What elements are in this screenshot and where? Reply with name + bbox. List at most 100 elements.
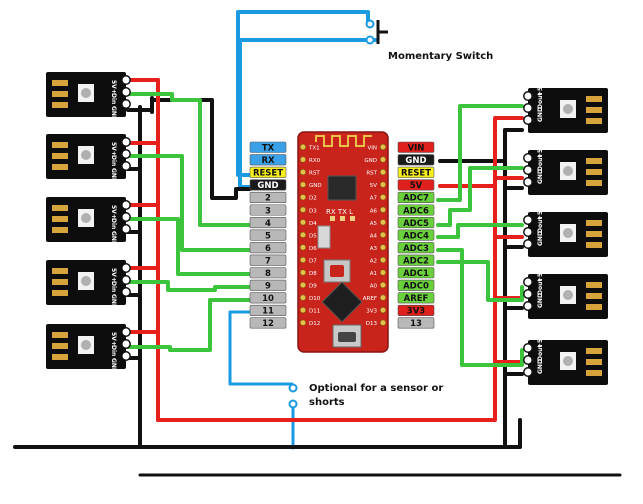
led-pin-label: +5V	[537, 144, 544, 158]
left-board-pin-label-4: D2	[309, 196, 317, 202]
right-board-pin-hole-3	[379, 181, 387, 188]
left-board-pin-hole-10	[299, 269, 307, 276]
led-pad	[52, 205, 68, 211]
right-board-pin-label-7: A4	[370, 233, 378, 239]
led-pad	[52, 279, 68, 285]
left-board-pin-hole-6	[299, 219, 307, 226]
led-pad	[586, 370, 602, 376]
led-pin-label: +5V	[537, 82, 544, 96]
data-right-led2	[436, 166, 524, 227]
right-board-pin-label-11: A0	[370, 284, 378, 290]
right-pin-labels: VINGNDRESET5VADC7ADC6ADC5ADC4ADC3ADC2ADC…	[397, 141, 435, 329]
left-board-pin-hole-0	[299, 143, 307, 151]
right-board-pin-hole-7	[379, 231, 387, 238]
led-lens	[563, 290, 573, 300]
data-left-led4	[126, 280, 252, 292]
led-pad	[52, 290, 68, 296]
right-board-pin-label-13: 3V3	[366, 309, 377, 315]
right-board-pin-hole-10	[379, 269, 387, 276]
right-board-pin-hole-6	[379, 219, 387, 226]
led-pad	[586, 359, 602, 365]
left-pin-label-5: 3	[265, 206, 271, 216]
led-pad	[586, 231, 602, 237]
right-pin-tag-11	[397, 279, 435, 291]
led-pad	[52, 268, 68, 274]
led-lens	[563, 166, 573, 176]
led-connection-point	[121, 99, 131, 109]
led-pin-label: GND	[537, 293, 544, 308]
right-board-pin-hole-5	[379, 206, 387, 213]
led-connection-point	[523, 301, 533, 311]
sensor-label-line2: shorts	[309, 397, 345, 408]
right-pin-label-9: ADC2	[403, 256, 429, 266]
led-pin-label: +5V	[537, 334, 544, 348]
led-connection-point	[121, 75, 131, 85]
left-board-pin-hole-9	[299, 256, 307, 264]
left-board-pin-label-11: D9	[309, 284, 317, 290]
led-pad	[52, 91, 68, 97]
led-connection-point	[523, 343, 533, 353]
left-pin-tag-2	[249, 166, 287, 178]
left-pin-label-12: 10	[262, 294, 274, 304]
data-left-led2	[126, 154, 252, 252]
led-pad	[52, 354, 68, 360]
right-board-pin-label-5: A6	[370, 208, 378, 214]
left-pin-tag-14	[249, 317, 287, 329]
right-pin-tag-7	[397, 229, 435, 241]
right-pin-label-12: AREF	[404, 294, 429, 304]
left-board-pin-hole-3	[299, 181, 307, 188]
data-right-led3	[436, 223, 524, 239]
right-pin-tag-5	[397, 204, 435, 216]
led-connection-point	[523, 91, 533, 101]
left-pin-label-1: RX	[261, 156, 275, 166]
led-pin-label: 5V+	[110, 205, 117, 219]
right-pin-tag-3	[397, 179, 435, 191]
led-pin-label: Dout	[537, 217, 544, 233]
right-board-pin-label-10: A1	[370, 271, 377, 277]
led-connection-point	[523, 215, 533, 225]
right-board-pin-label-8: A3	[370, 246, 378, 252]
led-connection-point	[121, 137, 131, 147]
left-board-pin-hole-8	[299, 244, 307, 251]
sensor-connector: Optional for a sensor or shorts	[288, 383, 443, 409]
led-pin-label: GND	[110, 294, 117, 309]
wires	[13, 10, 622, 477]
right-pin-tag-0	[397, 141, 435, 153]
led-connection-point	[121, 212, 131, 222]
led-connection-point	[121, 200, 131, 210]
left-pin-label-3: GND	[257, 181, 278, 191]
right-board-pin-hole-9	[379, 256, 387, 264]
led-connection-point	[121, 275, 131, 285]
led-pin-label: GND	[537, 169, 544, 184]
left-pin-label-10: 8	[265, 269, 271, 279]
left-board-pin-label-3: GND	[309, 183, 322, 189]
led-pin-label: Dout	[537, 279, 544, 295]
left-pin-tag-4	[249, 191, 287, 203]
left-pin-tag-10	[249, 267, 287, 279]
board-pcb	[297, 131, 389, 353]
right-pin-label-14: 13	[410, 319, 422, 329]
left-pin-tag-3	[249, 179, 287, 191]
led-connection-point	[121, 263, 131, 273]
right-board-pin-label-2: RST	[366, 171, 377, 177]
left-board-pin-label-0: TX1	[308, 146, 320, 152]
led-pad	[52, 142, 68, 148]
left-board-pin-label-9: D7	[309, 258, 317, 264]
left-board-pin-hole-13	[299, 307, 307, 314]
led-connection-point	[523, 277, 533, 287]
right-board-pin-label-6: A5	[370, 221, 378, 227]
led-connection-point	[523, 227, 533, 237]
led-connection-point	[523, 355, 533, 365]
led-connection-point	[523, 103, 533, 113]
led-lens	[563, 228, 573, 238]
led-pad	[586, 242, 602, 248]
left-pin-label-6: 4	[265, 219, 271, 229]
led-pad	[52, 153, 68, 159]
left-board-pin-hole-11	[299, 281, 307, 289]
